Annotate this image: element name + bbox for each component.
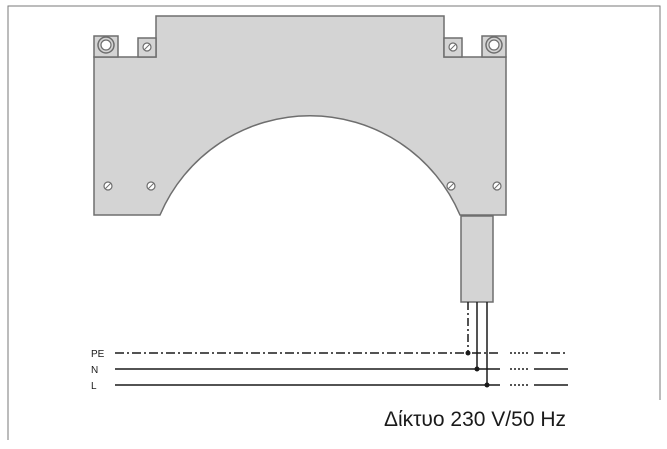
cable-wires [467, 302, 488, 385]
junction-dot-pe [465, 350, 471, 356]
mains-label: Δίκτυο 230 V/50 Hz [384, 408, 566, 431]
junction-dot-n [474, 366, 480, 372]
junction-dot-l [484, 382, 490, 388]
screw-icon [103, 181, 113, 191]
conductor-label-n: N [91, 365, 98, 376]
mounting-tab-left [93, 35, 119, 58]
housing-body [93, 15, 507, 216]
mains-conductors [115, 352, 568, 386]
conductor-label-l: L [91, 381, 97, 392]
cable-sleeve [460, 215, 494, 303]
screw-block-left [137, 37, 157, 58]
frame-border [7, 5, 661, 440]
mounting-tab-right [481, 35, 507, 58]
screw-block-right [443, 37, 463, 58]
conductor-label-pe: PE [91, 349, 105, 360]
screw-icon [492, 181, 502, 191]
screw-icon [446, 181, 456, 191]
device-housing [93, 15, 507, 216]
screw-icon [146, 181, 156, 191]
